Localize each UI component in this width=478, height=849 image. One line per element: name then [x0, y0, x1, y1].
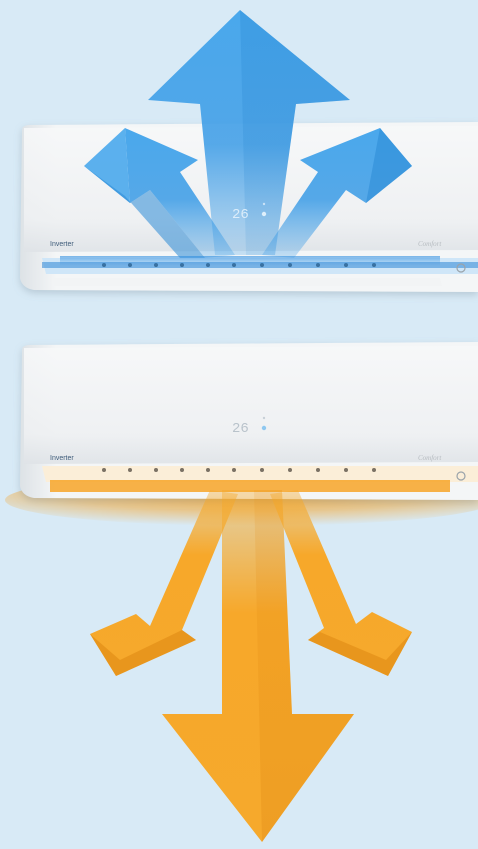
heating-unit: 26 Inverter Comfort	[5, 342, 478, 842]
cooling-temperature-display: 26	[232, 207, 249, 223]
heating-airflow-arrows	[90, 490, 412, 842]
cooling-unit: 26 Inverter Comfort	[20, 10, 478, 292]
cooling-indicator-dot	[262, 212, 266, 216]
cooling-model-label: Comfort	[418, 240, 442, 248]
heating-brand-logo: Inverter	[50, 455, 74, 462]
heating-temperature-display: 26	[232, 421, 249, 437]
heating-indicator-dot	[262, 426, 266, 430]
heating-vent	[42, 466, 478, 482]
heating-model-label: Comfort	[418, 454, 442, 462]
cooling-brand-logo: Inverter	[50, 241, 74, 248]
